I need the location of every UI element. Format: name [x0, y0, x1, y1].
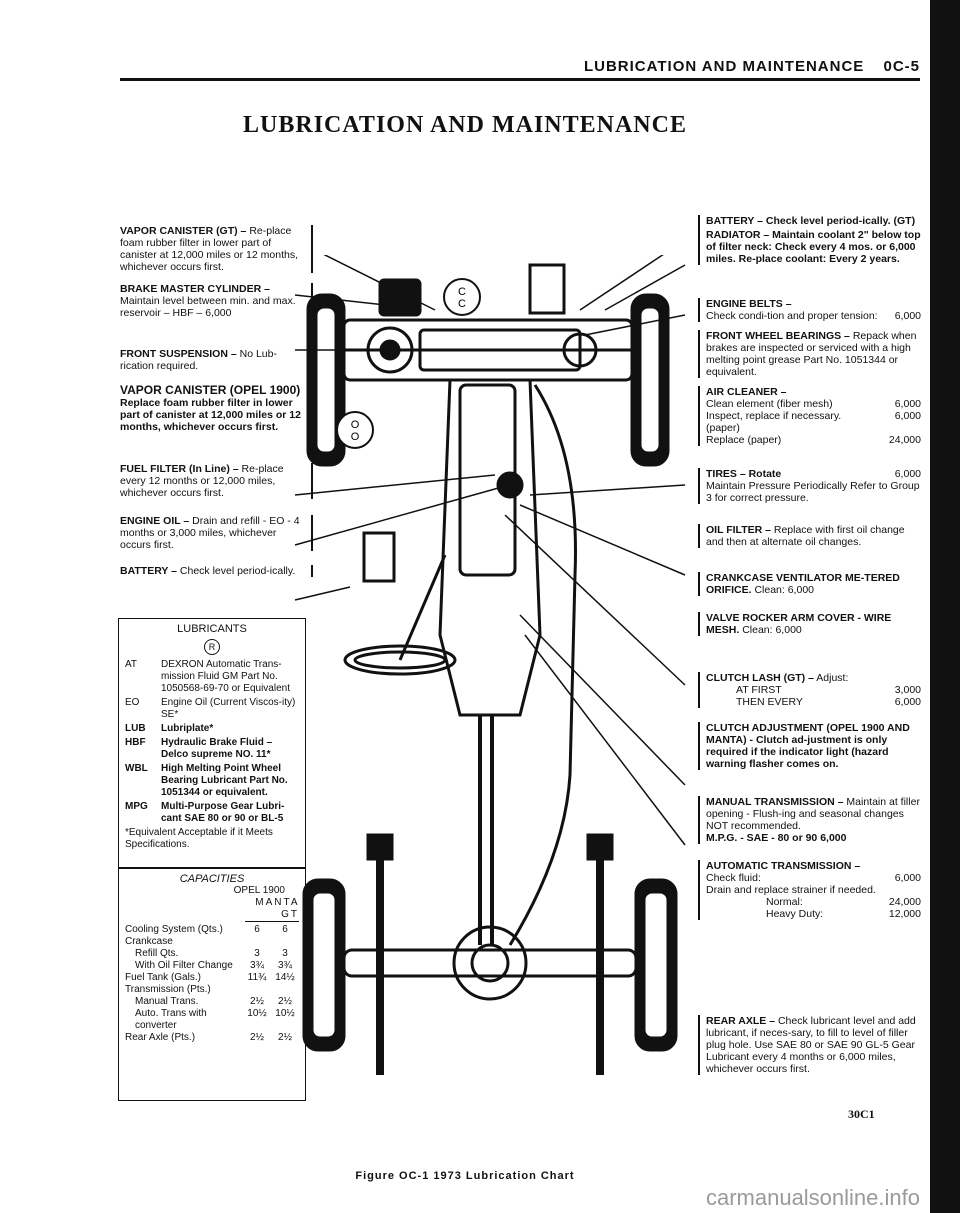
- page-title: LUBRICATION AND MAINTENANCE: [243, 112, 687, 138]
- note-valve-rocker: VALVE ROCKER ARM COVER - WIRE MESH. Clea…: [698, 612, 921, 636]
- note-automatic-transmission: AUTOMATIC TRANSMISSION – Check fluid:6,0…: [698, 860, 921, 920]
- figure-code: 30C1: [848, 1107, 875, 1121]
- capacities-box: CAPACITIES OPEL 1900 MANTA GT Cooling Sy…: [118, 868, 306, 1101]
- note-oil-filter: OIL FILTER – Replace with first oil chan…: [698, 524, 921, 548]
- svg-text:C: C: [458, 298, 466, 310]
- note-battery-right: BATTERY – Check level period-ically. (GT…: [698, 215, 921, 265]
- svg-text:O: O: [351, 419, 360, 431]
- header-text: LUBRICATION AND MAINTENANCE: [583, 58, 865, 75]
- note-manual-transmission: MANUAL TRANSMISSION – Maintain at filler…: [698, 796, 921, 844]
- capacity-row: Crankcase: [125, 936, 173, 947]
- header-page-number: 0C-5: [883, 58, 920, 75]
- note-vapor-canister-opel: VAPOR CANISTER (OPEL 1900) Replace foam …: [120, 384, 313, 433]
- note-crankcase-ventilator: CRANKCASE VENTILATOR ME-TERED ORIFICE. C…: [698, 572, 921, 596]
- svg-text:C: C: [458, 286, 466, 298]
- chassis-diagram: C C O O: [294, 255, 686, 1075]
- note-engine-belts: ENGINE BELTS – Check condi-tion and prop…: [698, 298, 921, 322]
- lubricants-footnote: *Equivalent Acceptable if it Meets Speci…: [125, 827, 273, 850]
- capacities-col1: OPEL 1900: [233, 885, 285, 896]
- capacity-row: Transmission (Pts.): [125, 984, 211, 995]
- note-battery-left: BATTERY – Check level period-ically.: [120, 565, 313, 577]
- note-vapor-canister-gt: VAPOR CANISTER (GT) – Re-place foam rubb…: [120, 225, 313, 273]
- note-fuel-filter: FUEL FILTER (In Line) – Re-place every 1…: [120, 463, 313, 499]
- capacities-col2a: MANTA: [255, 897, 299, 908]
- svg-text:O: O: [351, 431, 360, 443]
- page-edge-bar: [930, 0, 960, 1213]
- note-rear-axle: REAR AXLE – Check lubricant level and ad…: [698, 1015, 921, 1075]
- note-brake-master-cylinder: BRAKE MASTER CYLINDER – Maintain level b…: [120, 283, 313, 319]
- registered-symbol: R: [204, 639, 220, 655]
- page-header: LUBRICATION AND MAINTENANCE 0C-5: [584, 58, 920, 75]
- watermark: carmanualsonline.info: [705, 1185, 920, 1210]
- figure-caption: Figure OC-1 1973 Lubrication Chart: [355, 1170, 575, 1182]
- lubricants-title: LUBRICANTS: [177, 623, 247, 635]
- note-air-cleaner: AIR CLEANER – Clean element (fiber mesh)…: [698, 386, 921, 446]
- note-front-wheel-bearings: FRONT WHEEL BEARINGS – Repack when brake…: [698, 330, 921, 378]
- header-rule: [120, 78, 920, 81]
- capacities-col2b: GT: [281, 909, 299, 920]
- note-clutch-adjustment: CLUTCH ADJUSTMENT (OPEL 1900 AND MANTA) …: [698, 722, 921, 770]
- note-front-suspension: FRONT SUSPENSION – No Lub-rication requi…: [120, 348, 313, 372]
- note-engine-oil: ENGINE OIL – Drain and refill - EO - 4 m…: [120, 515, 313, 551]
- capacities-title: CAPACITIES: [179, 873, 245, 885]
